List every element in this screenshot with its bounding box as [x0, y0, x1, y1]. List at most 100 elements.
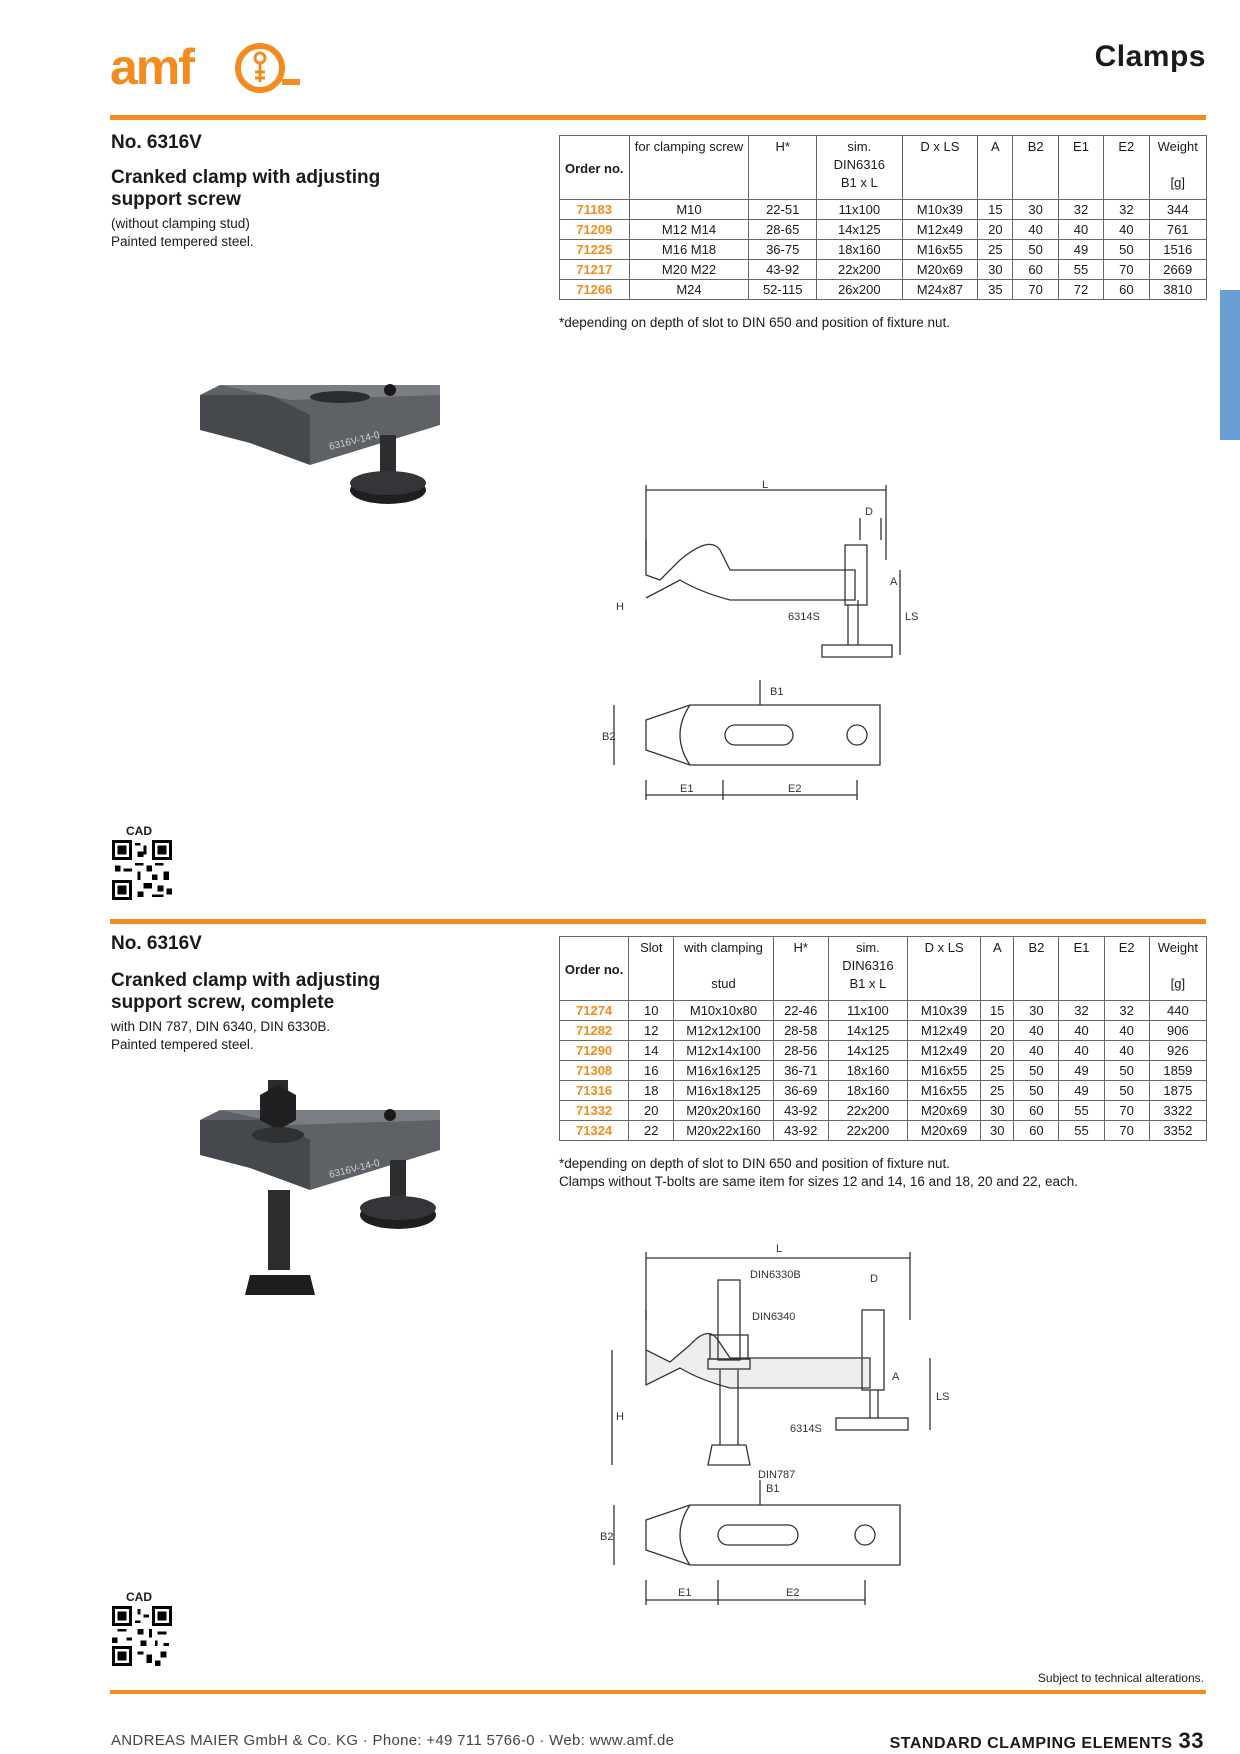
table-cell: M24 — [628, 279, 750, 300]
table-cell: 40 — [1013, 1040, 1060, 1061]
order-number[interactable]: 71183 — [559, 199, 630, 220]
order-number[interactable]: 71324 — [558, 1120, 630, 1141]
order-number[interactable]: 71209 — [559, 219, 630, 240]
section-tab[interactable] — [1220, 290, 1240, 440]
table-cell: 72 — [1057, 279, 1105, 300]
order-number[interactable]: 71316 — [558, 1080, 630, 1101]
page-title: Clamps — [1094, 40, 1206, 73]
table-cell: 49 — [1057, 239, 1105, 260]
section-rule — [110, 919, 1206, 924]
svg-text:DIN6340: DIN6340 — [752, 1311, 795, 1323]
table-cell: 440 — [1148, 1000, 1208, 1021]
svg-text:A: A — [892, 1371, 900, 1383]
technical-drawing-2: L D LS A H 6314S DIN6330B DIN6340 DIN787… — [600, 1243, 949, 1605]
table-cell: 11x100 — [827, 1000, 909, 1021]
col-e1-2: E1 — [1058, 936, 1105, 1001]
cad-label-2: CAD — [126, 1590, 152, 1604]
col-a: A — [977, 135, 1014, 200]
order-number[interactable]: 71225 — [559, 239, 630, 260]
cad-qr-code[interactable] — [112, 840, 172, 900]
svg-text:B2: B2 — [600, 1531, 613, 1543]
table-cell: 30 — [977, 259, 1014, 280]
table-cell: 926 — [1148, 1040, 1208, 1061]
col-e2: E2 — [1103, 135, 1150, 200]
order-number[interactable]: 71274 — [558, 1000, 630, 1021]
footer-company: ANDREAS MAIER GmbH & Co. KG · Phone: +49… — [111, 1732, 675, 1749]
product-name: Cranked clamp with adjusting support scr… — [111, 167, 381, 210]
table-cell: 14 — [628, 1040, 675, 1061]
col-clamping-screw: for clamping screw — [628, 135, 750, 200]
svg-text:E2: E2 — [788, 783, 801, 795]
table-cell: 1875 — [1148, 1080, 1208, 1101]
col-order-2: Order no. — [558, 936, 630, 1001]
table-cell: 11x100 — [815, 199, 903, 220]
table-cell: 43-92 — [772, 1120, 829, 1141]
col-h-2: H* — [772, 936, 829, 1001]
col-e1: E1 — [1057, 135, 1105, 200]
table-cell: M10x39 — [901, 199, 979, 220]
table-cell: M10x10x80 — [673, 1000, 774, 1021]
table-cell: 3352 — [1148, 1120, 1208, 1141]
svg-text:H: H — [616, 1411, 624, 1423]
col-e2-2: E2 — [1103, 936, 1150, 1001]
table-cell: 18 — [628, 1080, 675, 1101]
col-slot: Slot — [628, 936, 675, 1001]
order-number[interactable]: 71290 — [558, 1040, 630, 1061]
svg-text:B2: B2 — [602, 731, 615, 743]
order-number[interactable]: 71266 — [559, 279, 630, 300]
table-cell: 70 — [1103, 259, 1150, 280]
table-cell: 60 — [1012, 259, 1059, 280]
product-number-2: No. 6316V — [111, 933, 202, 954]
svg-text:6314S: 6314S — [788, 611, 820, 623]
table-cell: 25 — [977, 239, 1014, 260]
product-photo-clamp-complete: 6316V-14-0 — [200, 1080, 440, 1295]
table-cell: M20x69 — [907, 1100, 982, 1121]
table-cell: 3322 — [1148, 1100, 1208, 1121]
table-cell: 14x125 — [815, 219, 903, 240]
table-cell: 52-115 — [748, 279, 817, 300]
table-cell: 22x200 — [827, 1100, 909, 1121]
table-cell: 25 — [980, 1060, 1015, 1081]
order-number[interactable]: 71282 — [558, 1020, 630, 1041]
order-number[interactable]: 71332 — [558, 1100, 630, 1121]
table-cell: 20 — [977, 219, 1014, 240]
table-cell: M12x14x100 — [673, 1040, 774, 1061]
table-cell: 49 — [1058, 1060, 1105, 1081]
table-cell: M16x18x125 — [673, 1080, 774, 1101]
col-order: Order no. — [559, 135, 630, 200]
table-cell: 40 — [1103, 1040, 1150, 1061]
col-weight: Weight [g] — [1148, 135, 1207, 200]
table-cell: 50 — [1012, 239, 1059, 260]
table-cell: 50 — [1103, 1080, 1150, 1101]
table-cell: 40 — [1103, 219, 1150, 240]
table-cell: 2669 — [1148, 259, 1207, 280]
table-cell: M10 — [628, 199, 750, 220]
svg-text:6314S: 6314S — [790, 1423, 822, 1435]
table-cell: 36-75 — [748, 239, 817, 260]
table-cell: 15 — [980, 1000, 1015, 1021]
cad-qr-code-2[interactable] — [112, 1606, 172, 1666]
table-cell: 40 — [1103, 1020, 1150, 1041]
table-cell: 50 — [1103, 1060, 1150, 1081]
table-cell: 22-46 — [772, 1000, 829, 1021]
spec-table-1: Order no. for clamping screw H* sim.DIN6… — [559, 135, 1207, 300]
page-number: 33 — [1178, 1728, 1204, 1753]
table-cell: 30 — [980, 1120, 1015, 1141]
table-cell: M16x55 — [907, 1060, 982, 1081]
table-cell: 43-92 — [748, 259, 817, 280]
table-cell: 32 — [1058, 1000, 1105, 1021]
table-cell: 22-51 — [748, 199, 817, 220]
table-cell: 20 — [980, 1040, 1015, 1061]
col-b2: B2 — [1012, 135, 1059, 200]
table-cell: 70 — [1103, 1100, 1150, 1121]
table-cell: M20 M22 — [628, 259, 750, 280]
order-number[interactable]: 71217 — [559, 259, 630, 280]
table-cell: 3810 — [1148, 279, 1207, 300]
col-dxls: D x LS — [901, 135, 979, 200]
order-number[interactable]: 71308 — [558, 1060, 630, 1081]
